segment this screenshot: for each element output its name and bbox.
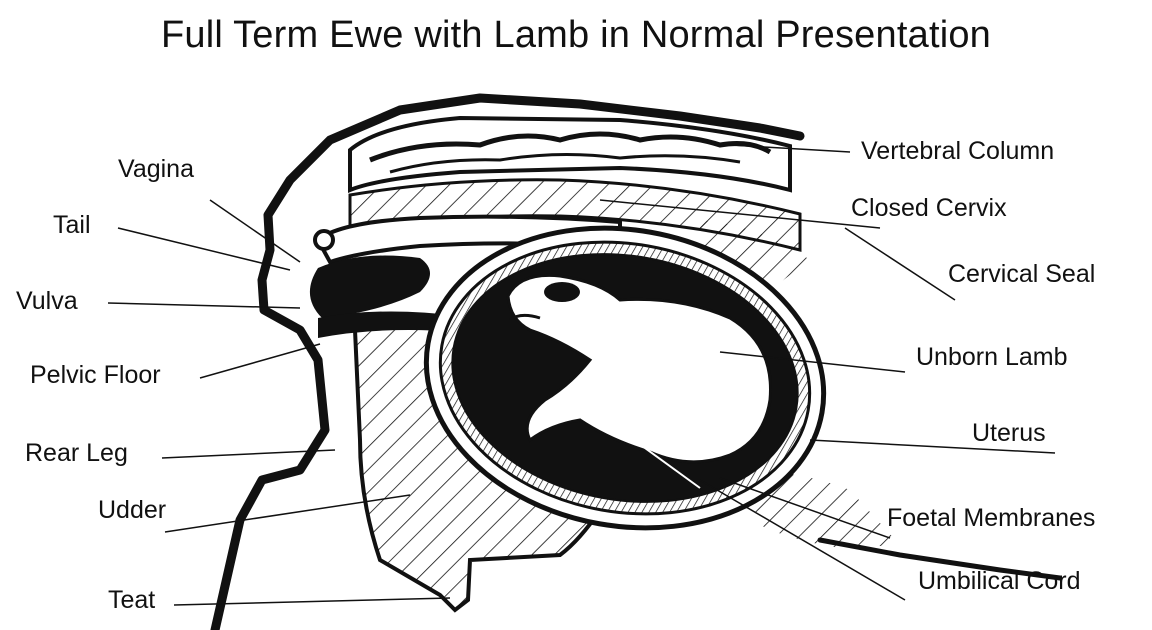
label-closed-cervix: Closed Cervix	[851, 196, 1007, 221]
label-unborn-lamb: Unborn Lamb	[916, 345, 1067, 370]
label-pelvic-floor: Pelvic Floor	[30, 363, 161, 388]
label-tail: Tail	[53, 213, 91, 238]
label-udder: Udder	[98, 498, 166, 523]
label-uterus: Uterus	[972, 421, 1046, 446]
label-umbilical-cord: Umbilical Cord	[918, 569, 1081, 594]
label-teat: Teat	[108, 588, 155, 613]
label-foetal-membranes: Foetal Membranes	[887, 506, 1095, 531]
label-vagina: Vagina	[118, 157, 194, 182]
label-cervical-seal: Cervical Seal	[948, 262, 1095, 287]
label-vulva: Vulva	[16, 289, 78, 314]
label-vertebral-column: Vertebral Column	[861, 139, 1054, 164]
vaginal-cavity	[310, 256, 430, 318]
label-rear-leg: Rear Leg	[25, 441, 128, 466]
